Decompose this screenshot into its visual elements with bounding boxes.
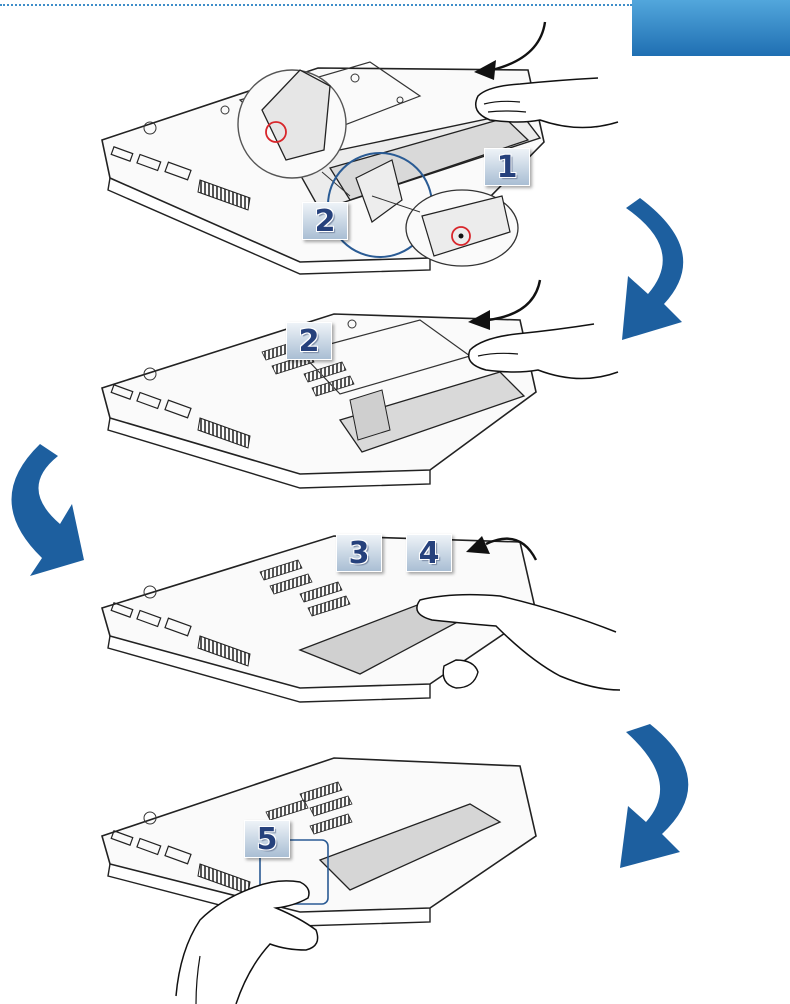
battery-icon — [338, 371, 526, 453]
battery-icon — [318, 803, 502, 891]
laptop-icon — [101, 535, 537, 703]
hand-icon — [175, 880, 319, 1004]
laptop-panel-1 — [101, 21, 619, 275]
laptop-panel-4 — [101, 757, 537, 1004]
rotate-arrow-icon — [622, 198, 684, 340]
step-badge-1: 1 — [484, 148, 530, 186]
step-badge-2: 2 — [302, 202, 348, 240]
slide-direction-arrow-icon — [474, 21, 547, 80]
rotate-arrow-icon — [620, 724, 689, 868]
latch-highlight-mark — [265, 121, 287, 143]
hand-icon — [416, 593, 621, 691]
slide-direction-arrow-icon — [466, 536, 538, 561]
hand-icon — [475, 77, 619, 129]
lock-detail-callout — [371, 189, 519, 267]
lock-highlight-mark — [451, 226, 471, 246]
step-badge-3: 3 — [336, 534, 382, 572]
laptop-icon — [101, 313, 537, 489]
step-badge-2-repeat: 2 — [286, 322, 332, 360]
step-badge-4: 4 — [406, 534, 452, 572]
slide-direction-arrow-icon — [468, 279, 542, 330]
laptop-icon — [101, 757, 537, 927]
laptop-panel-2 — [101, 279, 619, 489]
rotate-arrow-icon — [11, 444, 85, 576]
step-badge-5: 5 — [244, 820, 290, 858]
hand-icon — [468, 323, 619, 380]
header-dotted-rule — [0, 4, 632, 6]
latch-detail-callout — [237, 69, 351, 197]
header-corner-tab — [632, 0, 790, 56]
laptop-panel-3 — [101, 535, 621, 703]
